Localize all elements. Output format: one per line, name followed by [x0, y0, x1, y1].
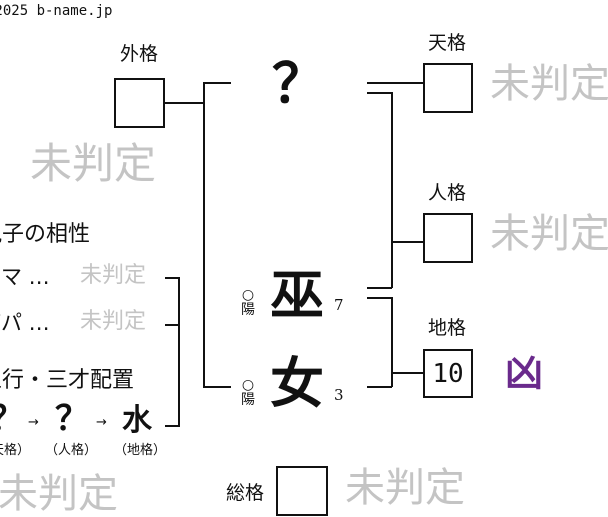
tenkaku-unjudged: 未判定: [490, 61, 608, 107]
chikaku-bracket-vertical: [391, 297, 393, 387]
compat-bracket-vertical: [178, 277, 180, 427]
left-bracket-vertical: [203, 82, 205, 387]
chikaku-connector: [391, 372, 424, 374]
right-bracket-top: [367, 92, 392, 94]
gaikaku-unjudged: 未判定: [30, 139, 157, 188]
chikaku-label: 地格: [428, 317, 467, 339]
gogyou-chikaku-char: 水: [122, 403, 152, 438]
chikaku-bracket-bottom: [367, 386, 392, 388]
jinkaku-label: 人格: [428, 182, 467, 204]
given-strokes-2: 3: [334, 386, 344, 404]
yin-yang-circle-1: ○: [241, 287, 255, 303]
soukaku-label: 総格: [226, 482, 265, 504]
gaikaku-label: 外格: [120, 43, 159, 65]
given-char-1: 巫: [270, 263, 324, 327]
bottom-unjudged: 未判定: [0, 471, 118, 517]
gogyou-tenkaku-sub: （天格）: [0, 443, 31, 458]
gogyou-chikaku-sub: （地格）: [114, 443, 167, 458]
left-bracket-top: [203, 82, 231, 84]
yin-yang-label-1: 陽: [241, 301, 255, 318]
soukaku-unjudged: 未判定: [345, 465, 465, 511]
gogyou-arrow-2: →: [96, 415, 107, 430]
yin-yang-mark-1: ○ 陽: [238, 288, 258, 317]
compat-title: 親子の相性: [0, 222, 91, 247]
chikaku-value: 10: [432, 358, 464, 389]
compat-bracket-top: [165, 277, 179, 279]
right-bracket-vertical: [391, 92, 393, 288]
chikaku-bracket-top: [367, 297, 392, 299]
yin-yang-circle-2: ○: [241, 377, 255, 393]
compat-bracket-mid: [165, 324, 179, 326]
surname-char: ？: [272, 51, 326, 115]
gogyou-title: 五行・三才配置: [0, 368, 135, 393]
gaikaku-connector: [165, 102, 204, 104]
given-char-2: 女: [270, 351, 324, 415]
jinkaku-connector: [391, 241, 424, 243]
soukaku-box: [276, 466, 328, 516]
gogyou-arrow-1: →: [28, 415, 39, 430]
compat-mama-label: ママ …: [0, 265, 50, 289]
given-strokes-1: 7: [334, 296, 344, 314]
compat-papa-label: パパ …: [0, 311, 50, 335]
tenkaku-label: 天格: [428, 32, 467, 54]
compat-bracket-bottom: [165, 425, 179, 427]
tenkaku-connector: [367, 82, 424, 84]
yin-yang-label-2: 陽: [241, 391, 255, 408]
chikaku-box: 10: [423, 349, 473, 398]
yin-yang-mark-2: ○ 陽: [238, 378, 258, 407]
chikaku-fortune: 凶: [505, 350, 544, 395]
jinkaku-unjudged: 未判定: [490, 211, 608, 257]
gogyou-jinkaku-char: ？: [55, 399, 89, 439]
copyright-text: ©2025 b-name.jp: [0, 3, 113, 19]
gaikaku-box: [114, 78, 165, 128]
gogyou-tenkaku-char: ？: [0, 402, 24, 436]
gogyou-jinkaku-sub: （人格）: [45, 443, 98, 458]
compat-papa-unjudged: 未判定: [80, 309, 147, 334]
tenkaku-box: [423, 63, 473, 113]
left-bracket-bottom: [203, 386, 231, 388]
right-bracket-bottom: [367, 287, 392, 289]
compat-mama-unjudged: 未判定: [80, 263, 147, 288]
jinkaku-box: [423, 213, 473, 263]
